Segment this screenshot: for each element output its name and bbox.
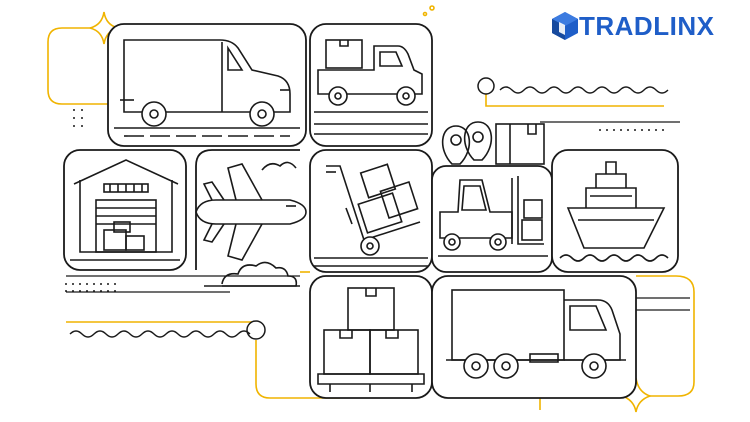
cargo-ship-icon — [559, 161, 669, 262]
warehouse-icon — [70, 159, 180, 261]
brand-name-part1: TRAD — [579, 11, 654, 41]
dot — [114, 283, 116, 285]
dot — [655, 129, 657, 131]
location-pin-icon — [441, 121, 545, 165]
dot — [73, 117, 75, 119]
dot — [606, 129, 608, 131]
tile-van — [107, 23, 307, 147]
van-icon — [114, 39, 300, 137]
tile-airplane — [195, 149, 307, 287]
dot — [81, 109, 83, 111]
dot — [662, 129, 664, 131]
dot — [634, 129, 636, 131]
pickup-truck-icon — [314, 39, 428, 135]
hand-truck-icon — [314, 163, 428, 267]
dot — [648, 129, 650, 131]
tile-location — [441, 121, 545, 165]
dot — [65, 283, 67, 285]
dot — [627, 129, 629, 131]
pallet-boxes-icon — [317, 287, 425, 392]
dot — [620, 129, 622, 131]
dot — [599, 129, 601, 131]
dot — [81, 125, 83, 127]
brand-name-part2: LINX — [653, 11, 715, 41]
dot — [73, 109, 75, 111]
tile-ship — [551, 149, 679, 273]
tile-warehouse — [63, 149, 187, 271]
dot — [93, 283, 95, 285]
forklift-icon — [438, 176, 548, 257]
dot — [72, 283, 74, 285]
dot — [613, 129, 615, 131]
route-nodes — [246, 77, 495, 340]
box-truck-icon — [446, 289, 626, 379]
airplane-icon — [195, 161, 307, 287]
tile-pickup-truck — [309, 23, 433, 147]
dot — [107, 283, 109, 285]
dot — [100, 283, 102, 285]
tile-hand-truck — [309, 149, 433, 273]
dot — [73, 125, 75, 127]
wave-decorations — [69, 86, 669, 338]
dot — [79, 283, 81, 285]
tile-box-truck — [431, 275, 637, 399]
brand-logo: TRADLINX — [551, 9, 714, 43]
dot — [641, 129, 643, 131]
tile-forklift — [431, 165, 553, 273]
tile-pallet — [309, 275, 433, 399]
brand-name: TRADLINX — [579, 13, 714, 39]
dot — [86, 283, 88, 285]
cube-logo-icon — [552, 12, 578, 40]
dot — [81, 117, 83, 119]
